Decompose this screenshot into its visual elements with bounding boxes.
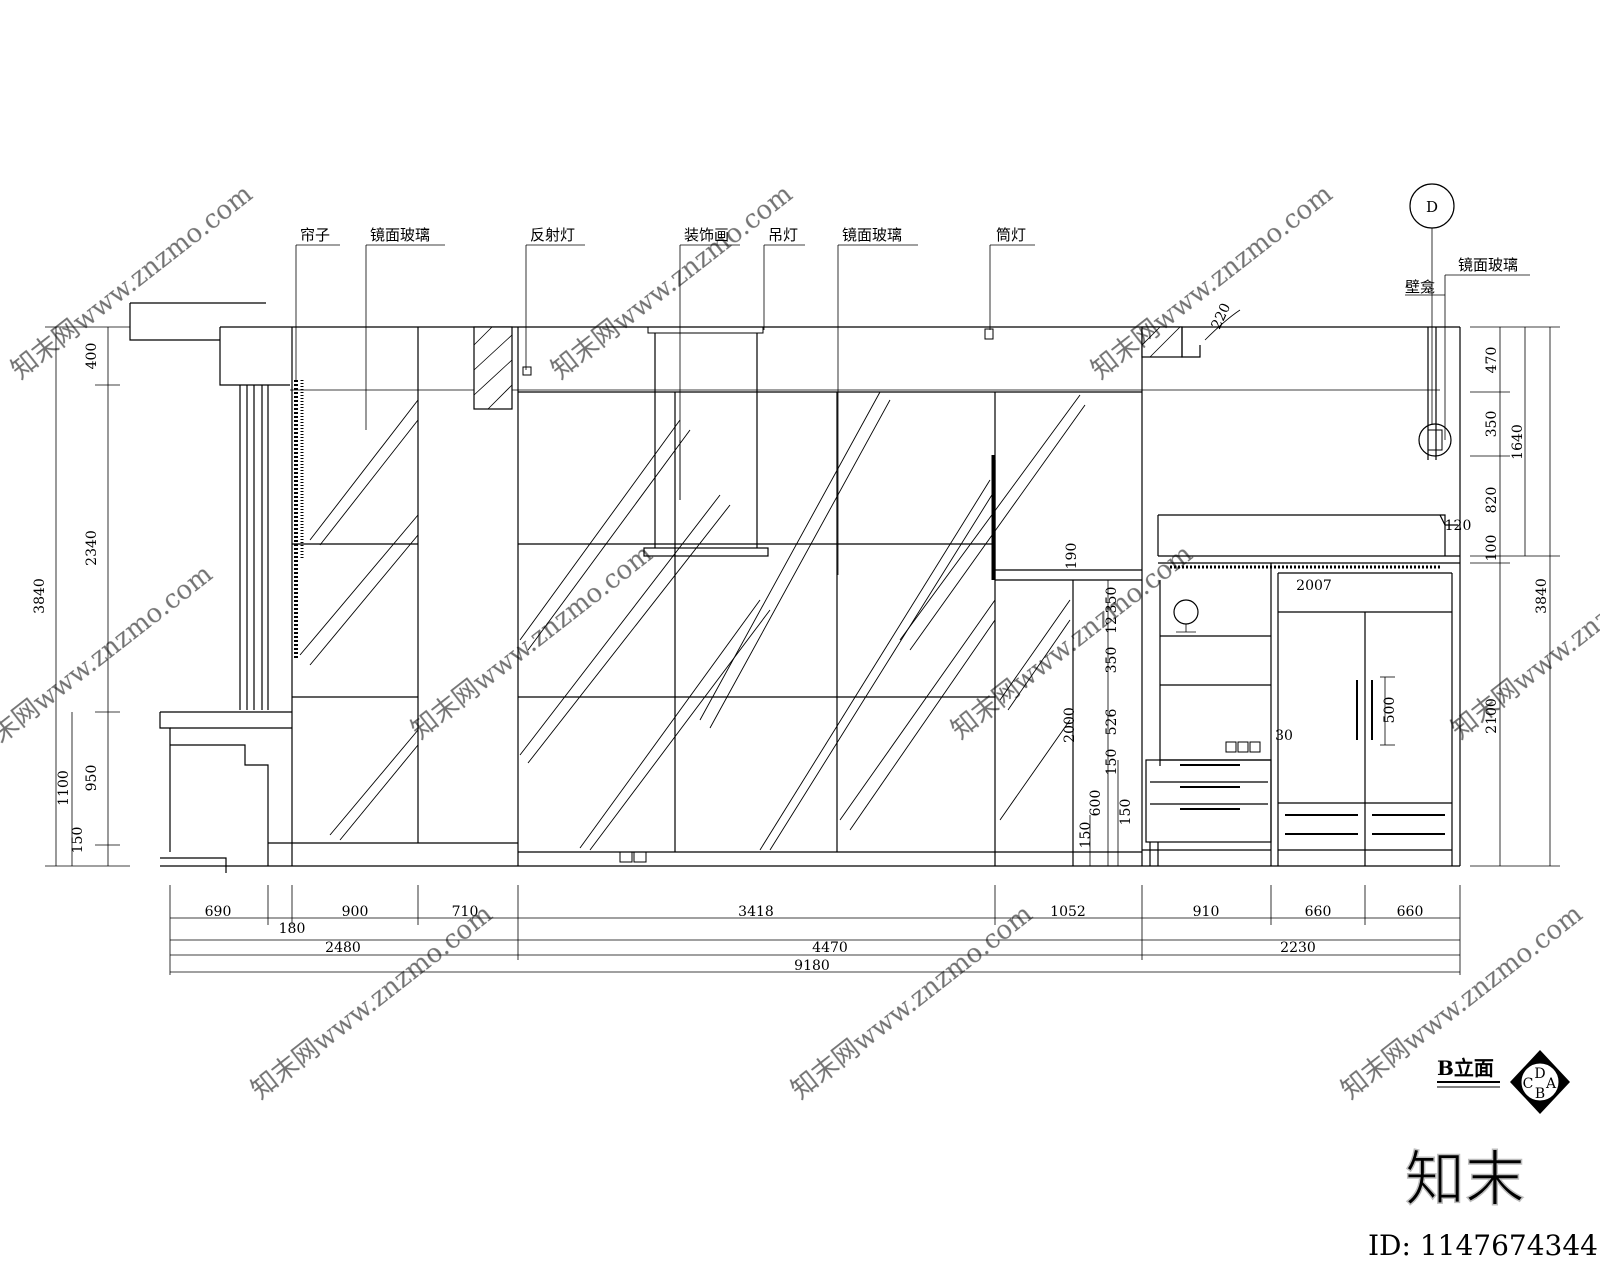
label-mirror-glass-1: 镜面玻璃	[370, 226, 430, 244]
left-window-zone	[159, 327, 518, 873]
inner-dims: 220 190 2007 120 350 12 350 2000 526 150…	[1062, 301, 1471, 849]
dim-2480: 2480	[325, 940, 361, 956]
watermark-2: 知末网www.znzmo.com	[546, 179, 799, 386]
dim-900: 900	[342, 904, 369, 920]
dim-4470: 4470	[812, 940, 848, 956]
dim-right-470: 470	[1484, 347, 1500, 374]
panel-divisions	[292, 327, 1143, 866]
label-deco-painting: 装饰画	[684, 226, 729, 244]
dim-150a: 150	[1104, 749, 1120, 776]
label-downlight: 筒灯	[996, 226, 1026, 244]
dim-190: 190	[1064, 543, 1080, 570]
id-text: ID: 1147674344	[1368, 1229, 1598, 1262]
label-curtain: 帘子	[300, 226, 330, 244]
compass-icon: D A B C	[1510, 1050, 1570, 1114]
brand-text: 知末	[1405, 1145, 1525, 1215]
label-niche: 壁龛	[1405, 278, 1435, 296]
bottom-dims: 690 180 900 710 3418 1052 910 660 660 24…	[205, 904, 1424, 974]
dim-2230: 2230	[1280, 940, 1316, 956]
label-mirror-glass-3: 镜面玻璃	[1458, 256, 1518, 274]
callout-labels: 帘子 镜面玻璃 反射灯 装饰画 吊灯 镜面玻璃 筒灯 壁龛 镜面玻璃	[300, 226, 1518, 296]
watermark-7: 知末网www.znzmo.com	[1446, 539, 1600, 746]
watermark-9: 知末网www.znzmo.com	[786, 899, 1039, 1106]
dim-right-3840: 3840	[1534, 578, 1550, 614]
right-dims: 470 350 1640 820 100 3840 2100	[1484, 347, 1550, 734]
bottom-dim-lines	[169, 885, 1461, 975]
dim-right-100: 100	[1484, 535, 1500, 562]
elevation-title: B立面	[1437, 1056, 1500, 1088]
right-cabinet	[1142, 327, 1460, 866]
dim-710: 710	[452, 904, 479, 920]
dim-150c: 150	[1078, 822, 1094, 849]
dim-660a: 660	[1305, 904, 1332, 920]
side-dim-lines	[45, 326, 1560, 867]
title-text: B立面	[1437, 1056, 1494, 1080]
dim-right-820: 820	[1484, 487, 1500, 514]
dim-3418: 3418	[738, 904, 774, 920]
dim-right-350: 350	[1484, 411, 1500, 438]
dim-left-400: 400	[84, 343, 100, 370]
dim-left-950: 950	[84, 765, 100, 792]
bubble-letter: D	[1426, 198, 1438, 216]
dim-180: 180	[279, 921, 306, 937]
dim-690: 690	[205, 904, 232, 920]
dim-350b: 350	[1104, 647, 1120, 674]
column-blocks	[473, 309, 1241, 410]
label-mirror-glass-2: 镜面玻璃	[842, 226, 902, 244]
compass-left: C	[1523, 1076, 1534, 1092]
compass-right: A	[1545, 1076, 1557, 1092]
dim-526: 526	[1104, 709, 1120, 736]
label-reflect-light: 反射灯	[530, 226, 575, 244]
watermark-3: 知末网www.znzmo.com	[1086, 179, 1339, 386]
dim-left-2340: 2340	[84, 530, 100, 566]
dim-2000: 2000	[1062, 707, 1078, 743]
dim-910: 910	[1193, 904, 1220, 920]
watermark-5: 知末网www.znzmo.com	[406, 539, 659, 746]
dim-left-1100: 1100	[56, 770, 72, 806]
dim-350a: 350	[1104, 587, 1120, 614]
dim-right-1640: 1640	[1510, 424, 1526, 460]
dim-left-3840: 3840	[32, 578, 48, 614]
fixtures	[522, 326, 994, 863]
leader-lines	[295, 228, 1530, 575]
dim-30: 30	[1275, 728, 1293, 744]
dim-2007: 2007	[1296, 578, 1332, 594]
dim-120: 120	[1445, 518, 1472, 534]
brand-watermark: 知末 ID: 1147674344	[1368, 1144, 1598, 1262]
dim-600: 600	[1088, 790, 1104, 817]
reference-bubble: D	[1409, 183, 1455, 229]
dim-left-150: 150	[70, 827, 86, 854]
dim-12: 12	[1104, 616, 1120, 634]
dim-500: 500	[1382, 697, 1398, 724]
dim-1052: 1052	[1050, 904, 1086, 920]
dim-150b: 150	[1118, 799, 1134, 826]
dim-660b: 660	[1397, 904, 1424, 920]
dim-right-2100: 2100	[1484, 698, 1500, 734]
mirror-hatching	[299, 391, 1086, 851]
compass-bottom: B	[1535, 1086, 1545, 1102]
dim-9180: 9180	[794, 958, 830, 974]
left-dims: 3840 400 2340 1100 950 150	[32, 343, 100, 854]
label-pendant-light: 吊灯	[768, 226, 798, 244]
compass-top: D	[1534, 1066, 1545, 1082]
